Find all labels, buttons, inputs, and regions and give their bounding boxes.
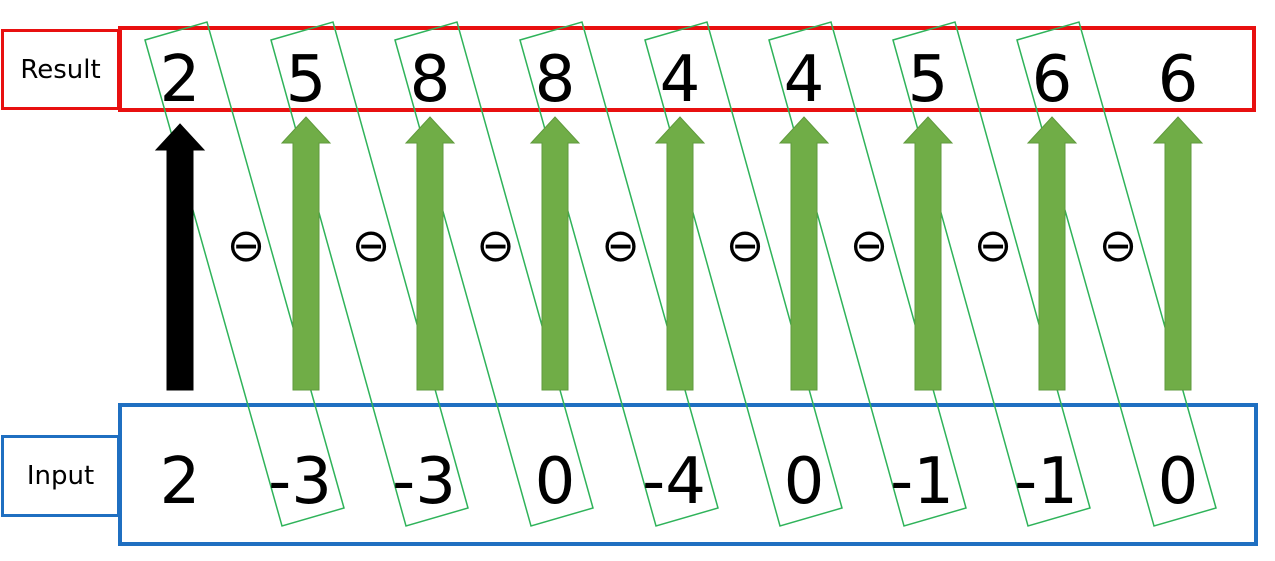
scan-arrow	[902, 116, 954, 391]
operator-symbol: ⊖	[601, 218, 640, 272]
result-value: 4	[784, 43, 825, 117]
result-value: 5	[908, 43, 949, 117]
result-value: 2	[160, 43, 201, 117]
scan-arrow	[280, 116, 332, 391]
group-outline	[270, 21, 469, 527]
operator-symbol: ⊖	[726, 218, 765, 272]
group-outline	[519, 21, 719, 527]
input-row-frame	[118, 403, 1258, 546]
scan-arrow	[529, 116, 581, 391]
input-value: 2	[160, 445, 201, 519]
scan-arrow	[654, 116, 706, 391]
input-label: Input	[1, 435, 120, 517]
operator-symbol: ⊖	[974, 218, 1013, 272]
scan-arrow	[1026, 116, 1078, 391]
input-value: 0	[784, 445, 825, 519]
input-value: -1	[1014, 445, 1078, 519]
input-value: 0	[535, 445, 576, 519]
result-value: 6	[1032, 43, 1073, 117]
input-value: -3	[268, 445, 332, 519]
scan-arrow	[404, 116, 456, 391]
group-outline	[394, 21, 594, 527]
result-value: 5	[286, 43, 327, 117]
scan-arrow	[1152, 116, 1204, 391]
operator-symbol: ⊖	[476, 218, 515, 272]
result-value: 8	[410, 43, 451, 117]
operator-symbol: ⊖	[850, 218, 889, 272]
input-value: -3	[392, 445, 456, 519]
input-value: -1	[890, 445, 954, 519]
result-label: Result	[1, 29, 120, 110]
input-value: -4	[642, 445, 706, 519]
group-outline	[892, 21, 1091, 527]
result-value: 6	[1158, 43, 1199, 117]
initial-arrow	[154, 123, 206, 391]
scan-arrow	[778, 116, 830, 391]
group-outline	[644, 21, 843, 527]
operator-symbol: ⊖	[227, 218, 266, 272]
result-value: 4	[660, 43, 701, 117]
input-value: 0	[1158, 445, 1199, 519]
result-value: 8	[535, 43, 576, 117]
operator-symbol: ⊖	[1099, 218, 1138, 272]
group-outline	[1016, 21, 1217, 527]
group-outline	[768, 21, 967, 527]
operator-symbol: ⊖	[352, 218, 391, 272]
group-outline	[144, 21, 345, 527]
